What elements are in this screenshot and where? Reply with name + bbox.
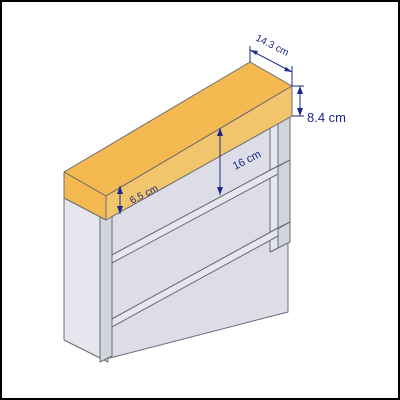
depth-arrow-right xyxy=(284,67,292,72)
depth-dimension-line xyxy=(249,49,293,73)
lip-arrow-bottom xyxy=(117,206,123,214)
shelf-left-front-edge xyxy=(99,209,113,363)
height-arrow-bottom xyxy=(297,108,303,116)
lip-arrow-top xyxy=(117,186,123,194)
shelf-gap-arrow-top xyxy=(217,128,223,136)
shelf-body xyxy=(63,107,291,363)
height-arrow-top xyxy=(297,86,303,94)
shelf-gap-arrow-bottom xyxy=(217,187,223,195)
top-board xyxy=(63,61,293,221)
height-label: 8.4 cm xyxy=(307,110,346,125)
dimension-lines xyxy=(117,46,304,214)
depth-arrow-left xyxy=(250,50,258,55)
